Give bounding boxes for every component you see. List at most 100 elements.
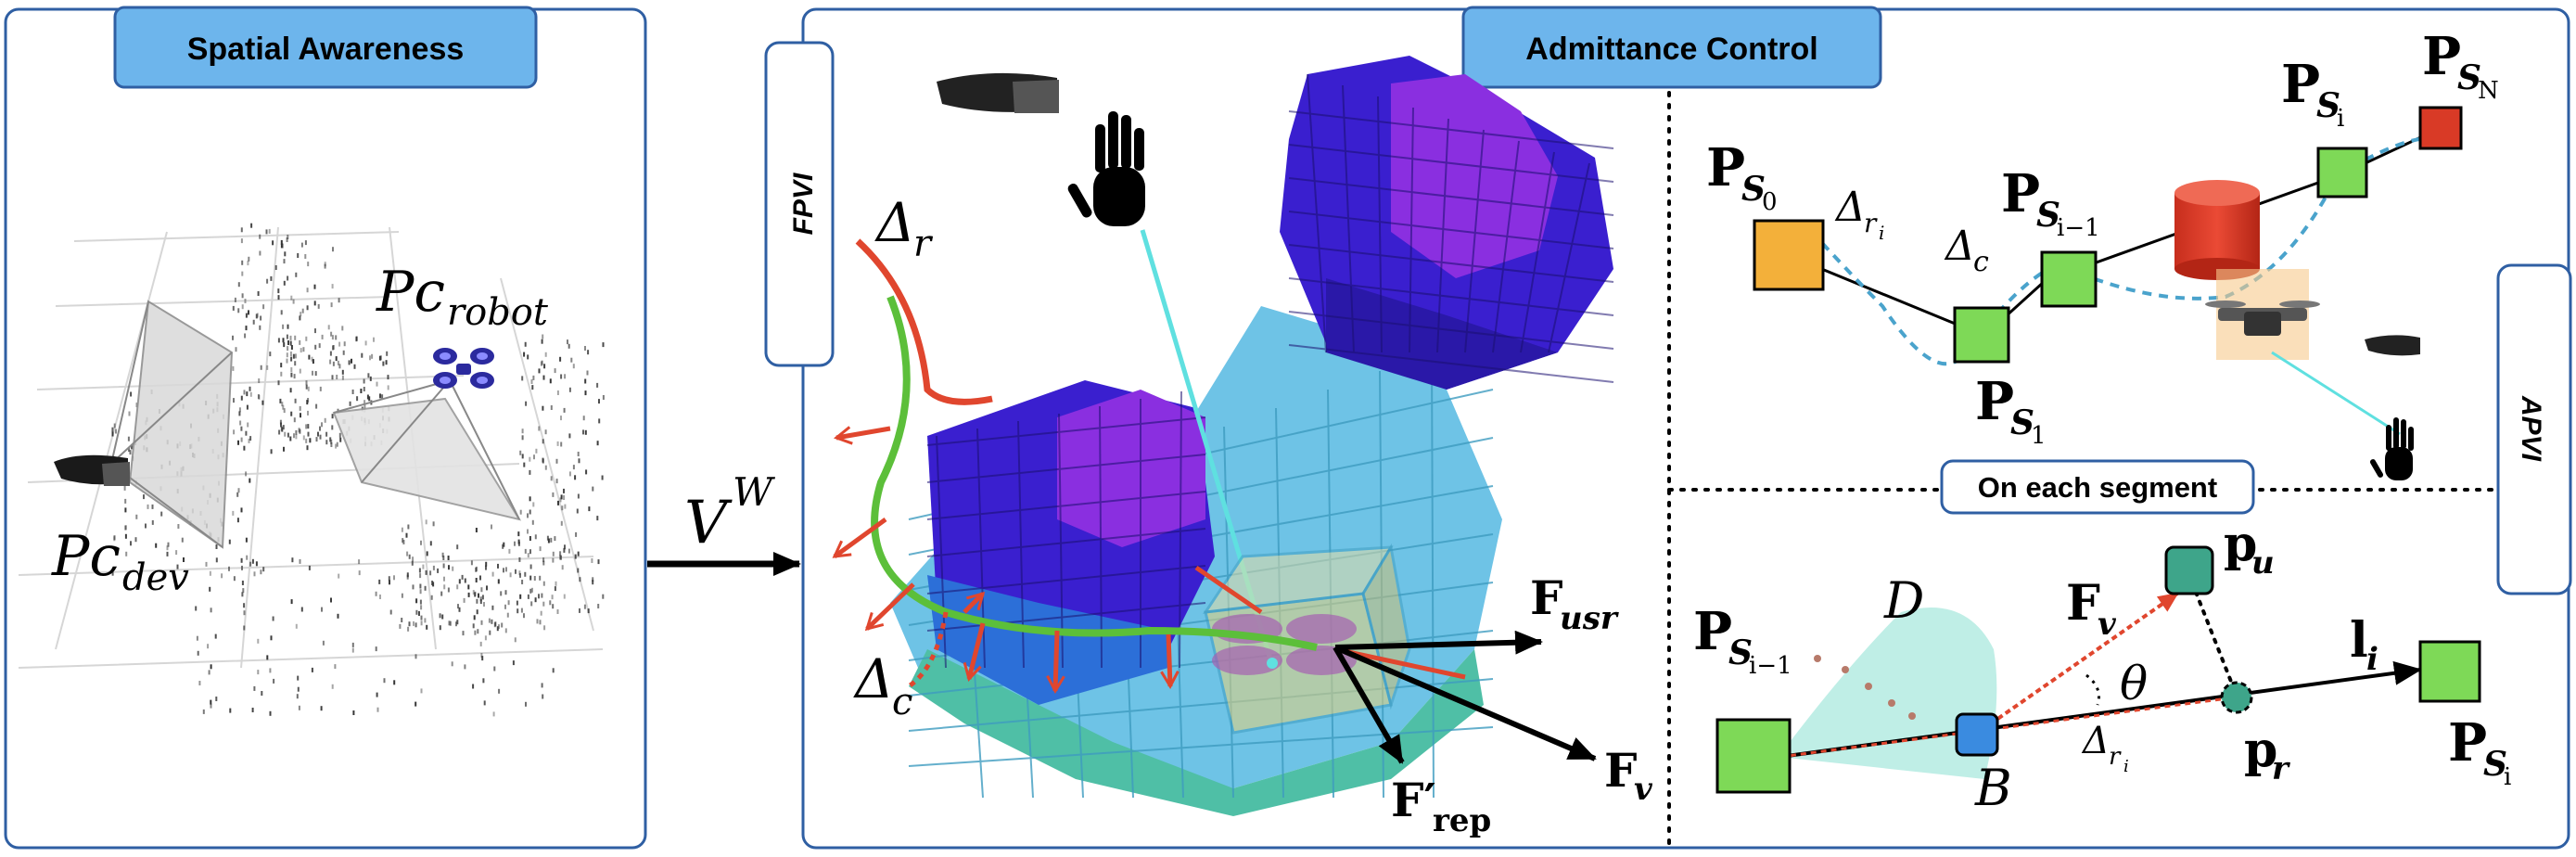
svg-text:p: p: [2244, 722, 2277, 778]
svg-text:i: i: [2366, 641, 2378, 678]
pr-label: p r: [2244, 722, 2290, 787]
drone-icon: [433, 348, 494, 389]
svg-text:1: 1: [2031, 422, 2047, 450]
svg-text:rep: rep: [1433, 802, 1491, 839]
psi-node-bottom: [2418, 640, 2481, 703]
theta-arc: [2085, 673, 2100, 706]
svg-text:0: 0: [1762, 188, 1778, 216]
svg-text:u: u: [2251, 544, 2275, 582]
svg-text:dev: dev: [122, 556, 189, 599]
ps0-node: [1753, 219, 1825, 291]
svg-text:F: F: [1530, 570, 1563, 625]
spatial-awareness-title: Spatial Awareness: [113, 6, 538, 89]
ps0-label: P S 0: [1706, 137, 1778, 216]
hololens-icon: [2365, 335, 2420, 356]
ps1-label: P S 1: [1975, 371, 2047, 450]
f-usr-label: F usr: [1530, 570, 1619, 637]
svg-text:Δ: Δ: [1944, 223, 1975, 270]
svg-text:v: v: [1634, 771, 1653, 808]
apvi-path-diagram: P S 0 Δ r i Δ c P S 1 P S i−1 P S i P: [1706, 26, 2499, 480]
svg-text:S: S: [2010, 403, 2034, 442]
f-v-arrow: [1333, 645, 1597, 761]
delta-c-label: Δ c: [853, 647, 912, 723]
vw-arrow: V W: [647, 469, 801, 576]
svg-text:P: P: [2281, 54, 2320, 115]
f-v-label: F v: [1604, 743, 1653, 808]
fpvi-tab: FPVI: [764, 41, 835, 367]
segment-line: [1779, 660, 2422, 759]
hololens-icon: [937, 72, 1059, 113]
psn-node: [2418, 106, 2463, 150]
svg-text:Δ: Δ: [2081, 720, 2110, 762]
svg-text:S: S: [2457, 58, 2481, 97]
svg-text:S: S: [2483, 745, 2507, 784]
spatial-awareness-label: Spatial Awareness: [187, 32, 465, 67]
psi1-node-bottom: [1715, 718, 1792, 794]
svg-text:F: F: [2066, 575, 2100, 632]
psi1-label: P S i−1: [2001, 163, 2100, 242]
robot-frustum: [332, 379, 522, 521]
dots-D: [1814, 655, 1916, 720]
node-pr: [2220, 681, 2253, 714]
segment-diagram: P S i−1 D B F v θ p u p r l i Δ r i P: [1693, 516, 2511, 817]
f-rep-arrow: [1333, 646, 1405, 764]
svg-text:S: S: [1741, 170, 1766, 209]
apvi-tab: APVI: [2496, 263, 2572, 595]
svg-text:F: F: [1604, 743, 1638, 798]
delta-r-curve: [855, 238, 993, 405]
svg-text:F′: F′: [1391, 773, 1436, 827]
svg-text:Δ: Δ: [1834, 184, 1866, 231]
svg-text:c: c: [892, 681, 912, 723]
psi-label-bottom: P S i: [2448, 712, 2511, 791]
li-label: l i: [2350, 612, 2378, 678]
D-label: D: [1883, 571, 1924, 630]
svg-text:i: i: [2123, 757, 2129, 776]
svg-text:N: N: [2478, 77, 2499, 105]
svg-text:usr: usr: [1560, 600, 1619, 637]
drone-icon: [2205, 269, 2320, 360]
floor-grid: [18, 226, 604, 669]
segment-label-box: On each segment: [1940, 459, 2255, 515]
svg-text:i−1: i−1: [2057, 214, 2100, 242]
fv-arrow: [1973, 592, 2179, 736]
svg-text:P: P: [2422, 26, 2461, 87]
delta-r-label: Δ r: [874, 191, 934, 265]
svg-text:i−1: i−1: [1749, 652, 1792, 680]
svg-text:Pc: Pc: [376, 260, 445, 325]
fv-label-bottom: F v: [2066, 575, 2117, 643]
device-frustum: [110, 300, 234, 549]
psi1-label-bottom: P S i−1: [1693, 601, 1792, 680]
psn-label: P S N: [2422, 26, 2499, 105]
svg-text:P: P: [1706, 137, 1745, 198]
hololens-icon: [54, 454, 130, 486]
svg-text:P: P: [2001, 163, 2040, 224]
fpvi-label: FPVI: [788, 173, 819, 235]
svg-text:W: W: [733, 469, 776, 515]
svg-text:p: p: [2224, 516, 2257, 572]
svg-text:robot: robot: [447, 291, 549, 334]
f-rep-label: F′ rep: [1391, 773, 1491, 839]
svg-text:v: v: [2098, 606, 2117, 643]
hand-ray-2: [2271, 351, 2401, 436]
svg-text:r: r: [1864, 208, 1878, 238]
svg-text:P: P: [1975, 371, 2014, 432]
svg-text:i: i: [1879, 222, 1884, 244]
node-B: [1955, 712, 1999, 757]
svg-text:r: r: [2272, 750, 2290, 787]
pu-label: p u: [2224, 516, 2275, 582]
svg-text:i: i: [2337, 105, 2344, 133]
spatial-awareness-panel: Spatial Awareness: [4, 6, 647, 850]
cylinder-obstacle-icon: [2174, 180, 2260, 280]
svg-text:S: S: [2316, 86, 2340, 125]
svg-text:i: i: [2504, 763, 2511, 791]
pc-dev-label: Pc dev: [51, 524, 189, 599]
svg-text:Δ: Δ: [853, 647, 894, 710]
psi-label: P S i: [2281, 54, 2344, 133]
svg-text:S: S: [1728, 633, 1753, 672]
repulsive-arrows: [832, 426, 1466, 695]
svg-text:r: r: [913, 223, 934, 265]
svg-text:P: P: [1693, 601, 1732, 662]
svg-text:Δ: Δ: [874, 191, 915, 254]
delta-ri-line: [1779, 696, 2236, 759]
